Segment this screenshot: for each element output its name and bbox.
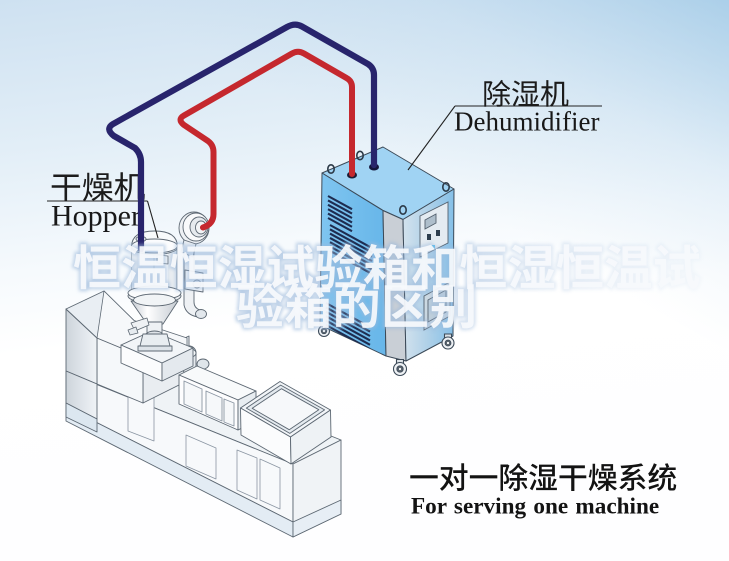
svg-text:Dehumidifier: Dehumidifier [454, 107, 599, 137]
svg-text:Hopper: Hopper [51, 200, 141, 233]
svg-text:For serving one machine: For serving one machine [411, 494, 659, 520]
